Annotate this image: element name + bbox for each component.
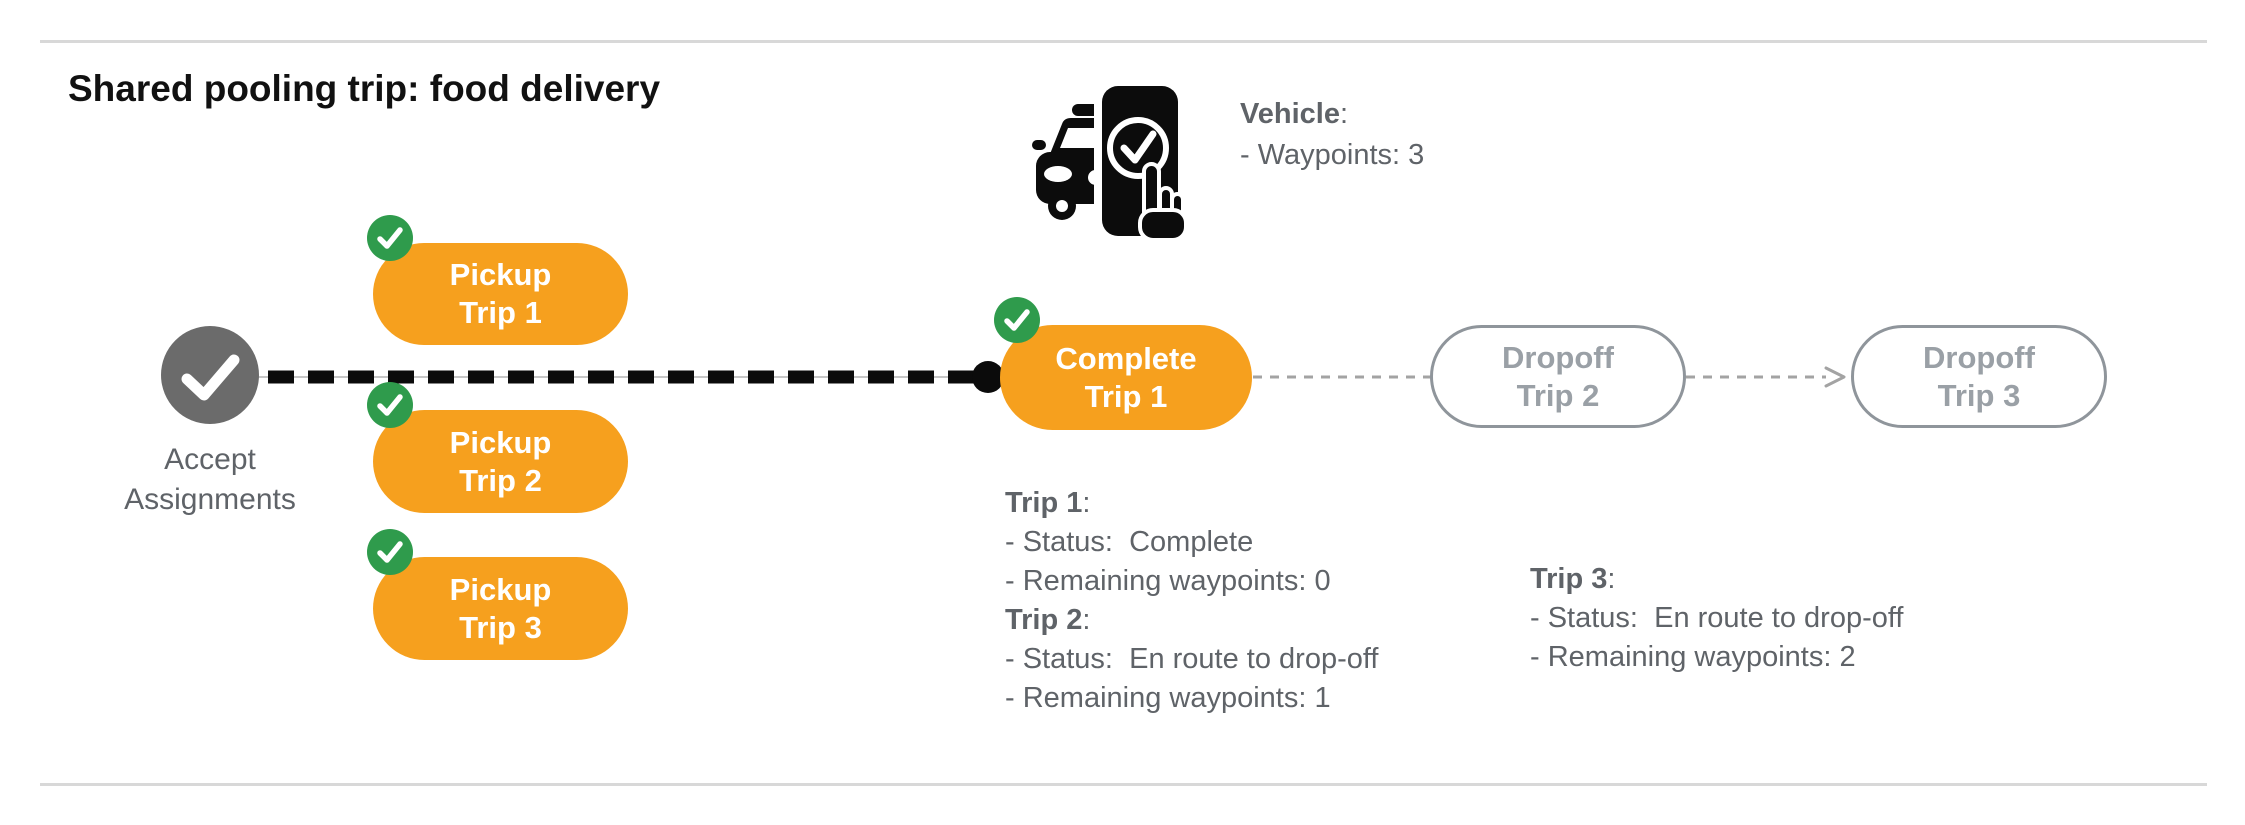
trip-status-block-1: Trip 1: - Status: Complete - Remaining w… [1005,484,1378,718]
trip3-heading: Trip 3: [1530,560,1903,599]
current-position-dot [972,361,1004,393]
dropoff2-connector-line [1253,375,1431,379]
pill-label-line1: Complete [1055,340,1197,376]
assignments-connector-line [258,370,990,384]
trip-status-block-2: Trip 3: - Status: En route to drop-off -… [1530,560,1903,677]
pill-label-line1: Dropoff [1923,339,2035,375]
trip1-waypoints: - Remaining waypoints: 0 [1005,565,1331,597]
trip3-heading-colon: : [1607,563,1616,595]
pill-label-line1: Pickup [449,571,552,607]
trip1-status: - Status: Complete [1005,526,1254,558]
trip3-heading-text: Trip 3 [1530,563,1608,595]
check-badge-icon [994,297,1040,343]
pill-label-line1: Dropoff [1502,339,1614,375]
check-badge-icon [367,382,413,428]
trip2-heading: Trip 2: [1005,601,1378,640]
vehicle-waypoints: - Waypoints: 3 [1240,139,1425,171]
dropoff-trip-3-node: Dropoff Trip 3 [1851,325,2107,428]
vehicle-label-colon: : [1339,98,1349,130]
vehicle-label: Vehicle [1240,98,1340,130]
pill-label-line1: Pickup [449,424,552,460]
check-badge-icon [367,215,413,261]
vehicle-info: Vehicle: - Waypoints: 3 [1240,94,1424,176]
pill-label-line2: Trip 1 [1084,378,1168,414]
trip2-waypoints: - Remaining waypoints: 1 [1005,682,1331,714]
pickup-trip-2-node: Pickup Trip 2 [367,382,628,513]
bottom-divider [40,783,2207,786]
trip2-status: - Status: En route to drop-off [1005,643,1379,675]
pill-label-line2: Trip 3 [459,609,542,645]
trip1-heading-colon: : [1082,487,1091,519]
trip1-heading: Trip 1: [1005,484,1378,523]
accept-label-line1: Accept [164,443,256,476]
pill-label-line1: Pickup [449,257,552,292]
trip1-heading-text: Trip 1 [1005,487,1083,519]
accept-assignments-node [161,326,259,424]
pickup-trip-3-node: Pickup Trip 3 [367,529,628,660]
dropoff3-connector-arrow [1686,366,1846,388]
pill-label-line2: Trip 1 [459,295,542,330]
pickup-trip-1-node: Pickup Trip 1 [367,215,628,345]
pill-label-line2: Trip 2 [1516,377,1600,413]
trip2-heading-text: Trip 2 [1005,604,1083,636]
accept-label-line2: Assignments [124,483,296,516]
pill-label-line2: Trip 3 [1937,377,2021,413]
trip3-waypoints: - Remaining waypoints: 2 [1530,641,1856,673]
pill-label-line2: Trip 2 [459,462,542,498]
top-divider [40,40,2207,43]
page-title: Shared pooling trip: food delivery [68,68,661,109]
trip2-heading-colon: : [1082,604,1091,636]
trip3-status: - Status: En route to drop-off [1530,602,1904,634]
check-badge-icon [367,529,413,575]
accept-assignments-label: Accept Assignments [60,440,360,520]
complete-trip-1-node: Complete Trip 1 [994,297,1252,430]
vehicle-heading: Vehicle: [1240,94,1424,135]
dropoff-trip-2-node: Dropoff Trip 2 [1430,325,1686,428]
car-phone-check-icon [1032,76,1188,242]
check-icon [181,354,240,401]
